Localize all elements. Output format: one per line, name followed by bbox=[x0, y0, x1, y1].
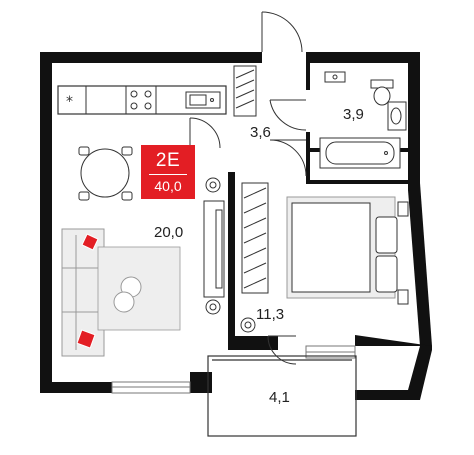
bedroom-area: 11,3 bbox=[256, 306, 285, 323]
hall-area: 3,6 bbox=[250, 124, 271, 141]
sink-icon bbox=[387, 101, 407, 131]
tv-unit bbox=[203, 200, 225, 298]
rug bbox=[97, 246, 181, 331]
living-room-area: 20,0 bbox=[154, 224, 184, 241]
pillow-icon bbox=[76, 233, 99, 349]
walls bbox=[40, 52, 432, 400]
sink-icon bbox=[185, 91, 221, 109]
toilet-icon bbox=[370, 79, 394, 106]
doors bbox=[189, 11, 307, 365]
washing-machine bbox=[324, 71, 346, 83]
stove-icon bbox=[130, 90, 152, 110]
apartment-type: 2E bbox=[155, 150, 181, 171]
wardrobe-hall bbox=[233, 65, 257, 117]
windows bbox=[111, 345, 356, 394]
apartment-badge: 2E 40,0 bbox=[141, 145, 195, 199]
plant-icon bbox=[205, 177, 256, 333]
bathtub-icon bbox=[319, 137, 401, 169]
bed bbox=[286, 196, 409, 305]
bathroom-area: 3,9 bbox=[343, 106, 364, 123]
balcony bbox=[207, 355, 357, 437]
badge-divider bbox=[149, 174, 187, 175]
sofa bbox=[61, 228, 105, 357]
star-icon: * bbox=[66, 94, 73, 110]
total-area: 40,0 bbox=[154, 178, 182, 194]
balcony-area: 4,1 bbox=[269, 389, 290, 406]
wardrobe-bedroom bbox=[241, 182, 269, 294]
kitchen-counter bbox=[57, 85, 227, 115]
dining-table bbox=[78, 146, 133, 201]
